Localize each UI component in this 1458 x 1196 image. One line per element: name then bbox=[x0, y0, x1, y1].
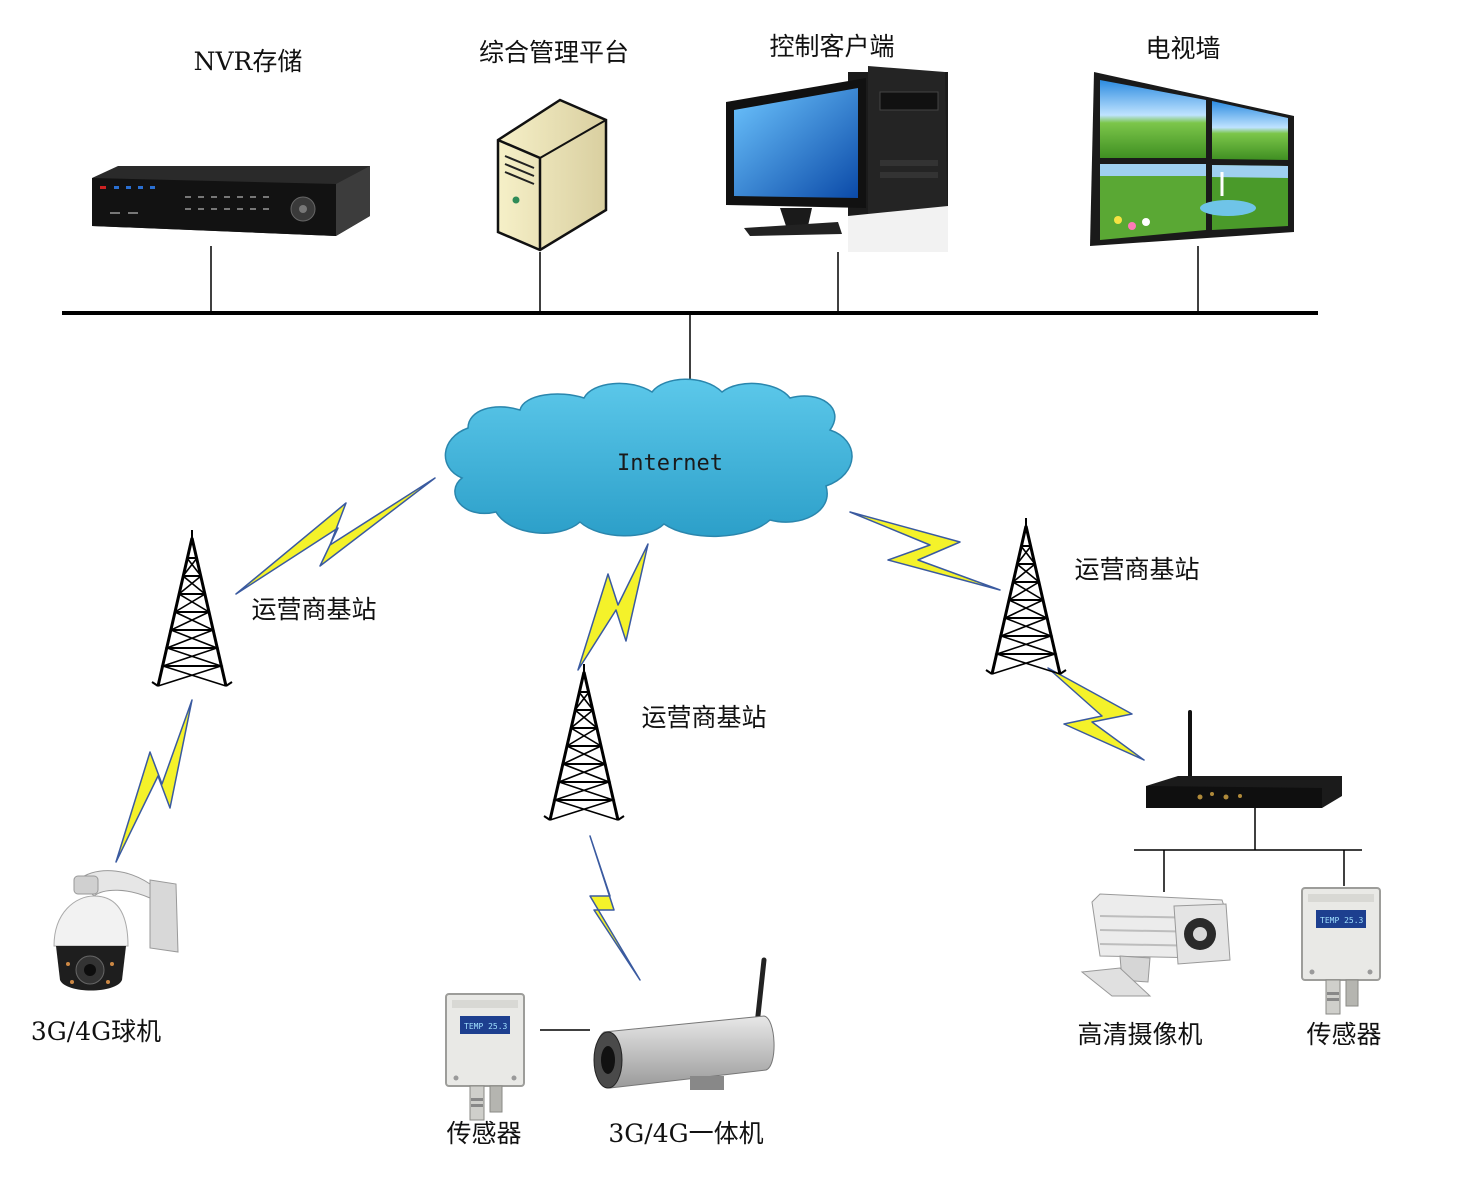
network-bus bbox=[62, 246, 1318, 392]
internet-cloud-icon: Internet bbox=[444, 378, 853, 538]
nvr-label: NVR存储 bbox=[194, 47, 303, 76]
bullet-camera-icon bbox=[593, 957, 775, 1090]
sensor-box-icon bbox=[1301, 887, 1381, 1015]
tower-label: 运营商基站 bbox=[251, 595, 376, 624]
sensor-right-label: 传感器 bbox=[1306, 1020, 1381, 1049]
tower-label: 运营商基站 bbox=[1074, 555, 1199, 584]
tower-label: 运营商基站 bbox=[641, 703, 766, 732]
router-branch-lines bbox=[1134, 808, 1362, 892]
internet-label: Internet bbox=[617, 451, 723, 476]
lightning-bolt bbox=[589, 835, 641, 981]
lightning-bolt bbox=[235, 477, 436, 595]
platform-label: 综合管理平台 bbox=[479, 38, 629, 67]
nvr-recorder-icon bbox=[92, 166, 370, 236]
wireless-router-icon bbox=[1146, 710, 1342, 808]
server-icon bbox=[496, 98, 608, 252]
cell-tower-icon bbox=[984, 516, 1068, 676]
lightning-bolt bbox=[577, 543, 649, 671]
lightning-bolt bbox=[849, 511, 1001, 591]
hd-bullet-camera-icon bbox=[1080, 893, 1231, 997]
wireless-links bbox=[115, 477, 1145, 981]
sensor-box-icon bbox=[445, 993, 525, 1121]
cell-tower-icon bbox=[150, 528, 234, 688]
video-wall-icon bbox=[1090, 72, 1294, 246]
hd-camera-label: 高清摄像机 bbox=[1077, 1020, 1202, 1049]
sensor-left-label: 传感器 bbox=[446, 1119, 521, 1148]
client-label: 控制客户端 bbox=[769, 32, 894, 61]
integrated-unit-label: 3G/4G一体机 bbox=[608, 1119, 763, 1148]
cell-tower-icon bbox=[542, 662, 626, 822]
ptz-camera-label: 3G/4G球机 bbox=[31, 1017, 161, 1046]
desktop-computer-icon bbox=[726, 66, 948, 252]
tv-wall-label: 电视墙 bbox=[1145, 34, 1220, 63]
ptz-dome-camera-icon bbox=[53, 870, 179, 991]
lightning-bolt bbox=[115, 699, 193, 863]
lightning-bolt bbox=[1047, 667, 1145, 761]
